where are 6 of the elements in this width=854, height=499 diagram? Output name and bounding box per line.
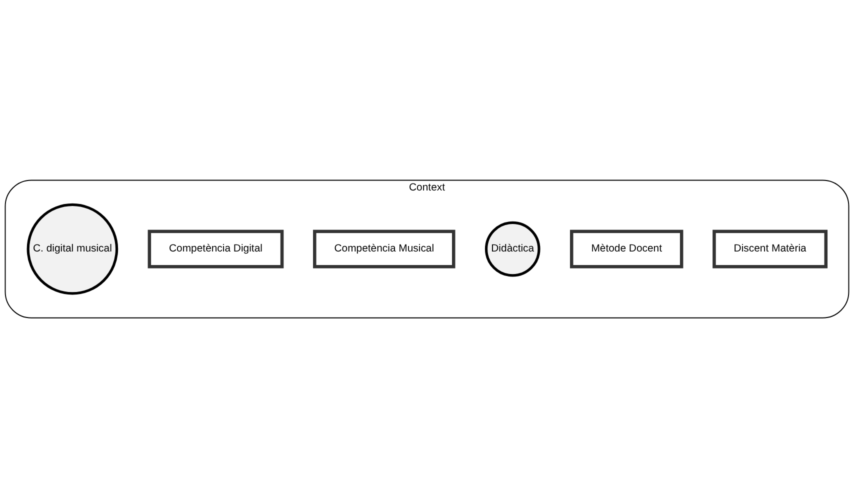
node-box: Competència Digital [148, 230, 284, 269]
node-box: Mètode Docent [570, 230, 684, 269]
node-box: Competència Musical [313, 230, 456, 269]
node-circle: C. digital musical [26, 204, 118, 296]
node-circle: Didàctica [484, 222, 540, 278]
node-box: Discent Matèria [712, 230, 828, 269]
